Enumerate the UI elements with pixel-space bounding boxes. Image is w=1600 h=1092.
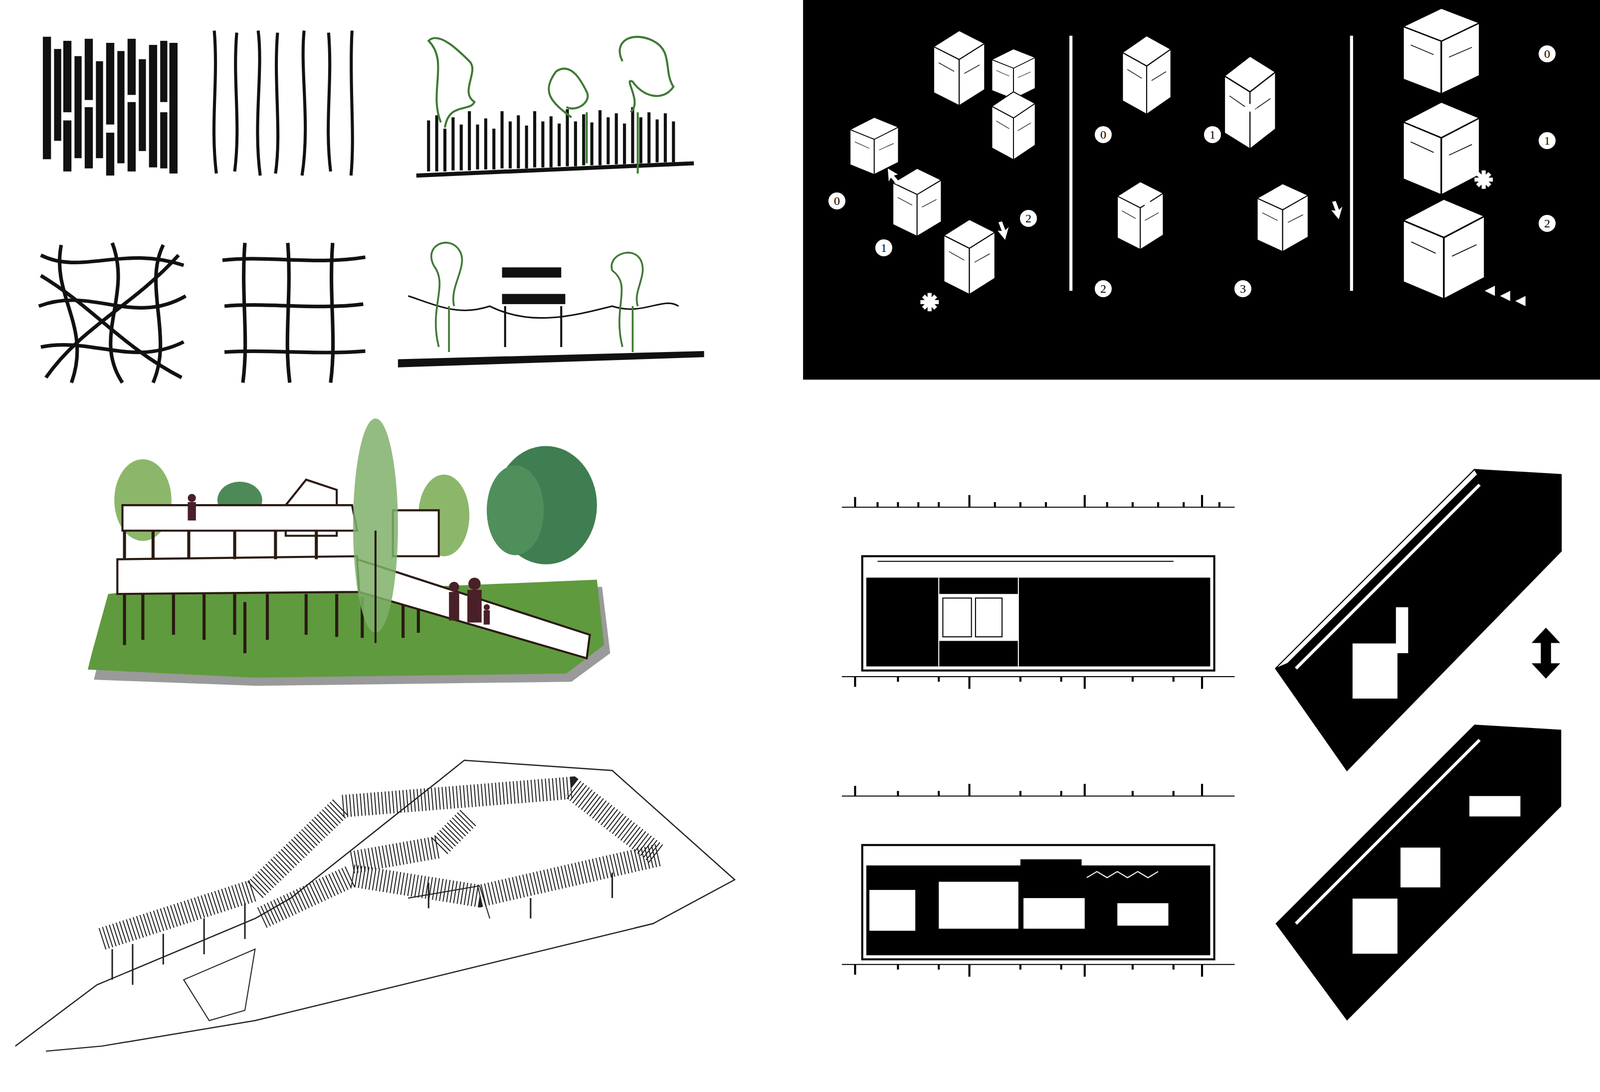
callout-text: 2 [1100, 282, 1107, 295]
callout-text: 0 [833, 195, 840, 207]
callout-text: 2 [1025, 212, 1032, 225]
callout-number: 1 [1537, 131, 1557, 151]
callout-text: 1 [1209, 128, 1216, 141]
callout-text: 3 [1239, 282, 1246, 295]
callout-number: 0 [827, 191, 847, 211]
callout-number: 2 [1018, 208, 1038, 228]
callout-number: 2 [1093, 279, 1113, 299]
callout-number: 0 [1537, 44, 1557, 64]
callout-text: 2 [1544, 217, 1551, 230]
callout-number: 1 [874, 238, 894, 258]
callout-number: 3 [1233, 279, 1253, 299]
callout-text: 1 [1544, 134, 1551, 147]
callout-text: 0 [1100, 128, 1107, 141]
callout-text: 0 [1544, 47, 1551, 60]
callout-number: 2 [1537, 213, 1557, 233]
callout-number: 1 [1202, 125, 1222, 145]
callout-number: 0 [1093, 125, 1113, 145]
callout-text: 1 [880, 241, 887, 254]
